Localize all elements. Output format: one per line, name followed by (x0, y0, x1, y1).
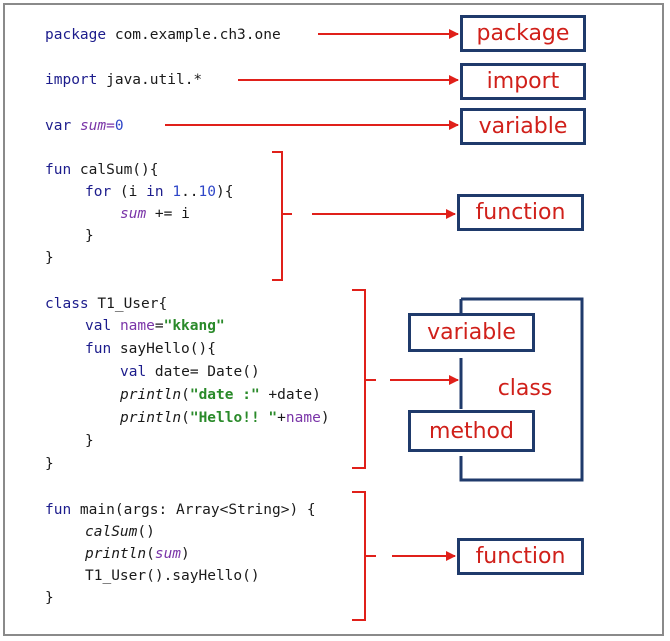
code-line-var: var sum=0 (45, 116, 124, 136)
for-close: ){ (216, 184, 234, 200)
code-line-class: class T1_User{ (45, 294, 167, 314)
string-date: "date :" (189, 387, 260, 403)
add-expr: += i (146, 206, 190, 222)
code-line-close-sayhello: } (85, 433, 94, 449)
keyword-fun: fun (45, 502, 72, 518)
code-line-println-hello: println("Hello!! "+name) (120, 408, 330, 428)
var-sum-ref: sum (120, 206, 147, 222)
keyword-fun: fun (45, 162, 72, 178)
code-line-println-date: println("date :" +date) (120, 385, 321, 405)
concat-date: +date) (259, 387, 321, 403)
fun-signature: sayHello(){ (111, 341, 216, 357)
code-line-val-name: val name="kkang" (85, 316, 225, 336)
label-function-1: function (457, 194, 584, 231)
code-line-close-main: } (45, 590, 54, 606)
var-sum: sum (79, 118, 107, 134)
bracket-function2 (352, 491, 376, 621)
bracket-class (352, 289, 376, 469)
keyword-for: for (85, 184, 112, 200)
keyword-class: class (45, 296, 89, 312)
plus-op: + (277, 410, 286, 426)
code-line-close-class: } (45, 456, 54, 472)
assign-op: = (154, 318, 164, 334)
code-line-package: package com.example.ch3.one (45, 25, 281, 45)
string-hello: "Hello!! " (189, 410, 278, 426)
code-line-sum-add: sum += i (120, 204, 190, 224)
code-line-import: import java.util.* (45, 70, 202, 90)
class-container (459, 297, 584, 482)
string-kkang: "kkang" (163, 318, 225, 334)
class-name: T1_User{ (88, 296, 168, 312)
keyword-var: var (45, 118, 72, 134)
code-line-call-calsum: calSum() (85, 522, 155, 542)
label-class-method: method (408, 410, 535, 452)
code-line-fun-sayhello: fun sayHello(){ (85, 339, 216, 359)
keyword-package: package (45, 27, 107, 43)
label-package: package (460, 15, 586, 52)
label-import: import (460, 63, 586, 100)
paren: ( (146, 546, 155, 562)
bracket-function1 (272, 151, 292, 281)
label-variable: variable (460, 108, 586, 145)
keyword-import: import (45, 72, 98, 88)
keyword-val: val (85, 318, 112, 334)
code-line-fun-calsum: fun calSum(){ (45, 160, 159, 180)
var-sum-ref: sum (154, 546, 182, 562)
code-line-close-for: } (85, 228, 94, 244)
fn-println: println (120, 387, 182, 403)
range-end: 10 (198, 184, 216, 200)
fun-signature: calSum(){ (71, 162, 159, 178)
prop-name-ref: name (285, 410, 321, 426)
paren: ( (181, 387, 190, 403)
keyword-val: val (120, 364, 147, 380)
keyword-fun: fun (85, 341, 112, 357)
var-value: 0 (114, 118, 124, 134)
fn-calsum: calSum (85, 524, 138, 540)
keyword-in: in (146, 184, 164, 200)
date-decl: date= Date() (146, 364, 260, 380)
fn-println: println (85, 546, 147, 562)
assign-op: = (106, 118, 115, 134)
fn-println: println (120, 410, 182, 426)
code-line-sayhello-call: T1_User().sayHello() (85, 568, 260, 584)
label-class: class (497, 375, 553, 401)
code-line-close-fun: } (45, 250, 54, 266)
range-op: .. (181, 184, 199, 200)
import-path: java.util.* (97, 72, 203, 88)
code-line-println-sum: println(sum) (85, 544, 190, 564)
paren: ) (181, 546, 190, 562)
for-var: (i (111, 184, 147, 200)
code-line-for: for (i in 1..10){ (85, 182, 233, 202)
paren: ) (320, 410, 330, 426)
code-line-fun-main: fun main(args: Array<String>) { (45, 500, 316, 520)
package-name: com.example.ch3.one (106, 27, 281, 43)
code-line-val-date: val date= Date() (120, 362, 260, 382)
paren: ( (181, 410, 190, 426)
fun-signature: main(args: Array<String>) { (71, 502, 316, 518)
label-function-2: function (457, 538, 584, 575)
paren: () (137, 524, 155, 540)
label-class-variable: variable (408, 313, 535, 352)
prop-name: name (119, 318, 155, 334)
range-start: 1 (172, 184, 182, 200)
